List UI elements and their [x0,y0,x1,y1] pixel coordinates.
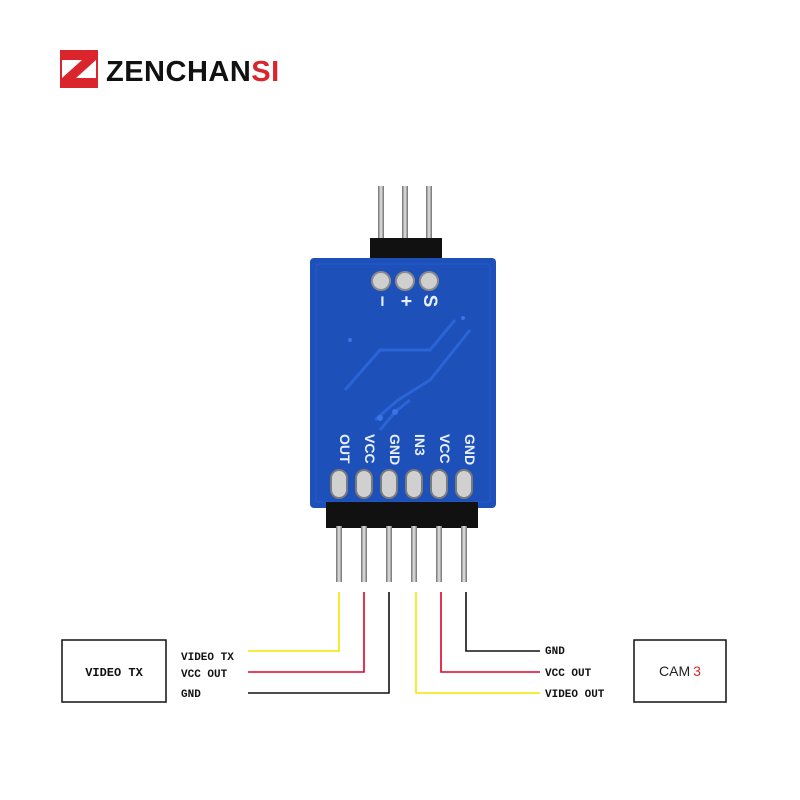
bottom-pin-label-vcc-2: VCC [437,434,453,464]
board-via-1 [377,415,383,421]
brand-name-left: ZENCHAN [106,56,251,88]
bottom-pin-label-gnd-2: GND [462,434,478,465]
bottom-pin-3 [386,526,392,582]
brand-logo: ZENCHANSI [60,50,280,88]
bottom-header-housing [326,502,478,528]
bottom-pin-4 [411,526,417,582]
top-pin-1 [378,186,384,244]
bottom-pin-5 [436,526,442,582]
wire-vcc-right [440,592,540,673]
wire-video-tx [248,592,340,652]
top-pin-label-1: − [371,295,392,306]
wire-gnd-left [248,592,390,694]
left-wire-label-vcc: VCC OUT [181,669,228,681]
board-trace-1 [343,319,457,391]
top-pad-3 [419,271,439,291]
bottom-pad-4 [405,469,423,499]
bottom-pin-2 [361,526,367,582]
top-header [370,186,442,262]
bottom-pin-1 [336,526,342,582]
right-wire-label-video: VIDEO OUT [545,689,605,701]
top-pin-2 [402,186,408,244]
right-wire-label-gnd: GND [545,646,565,658]
svg-text:ZENCHANSI: ZENCHANSI [106,56,280,88]
bottom-pin-label-vcc-1: VCC [362,434,378,464]
video-tx-box-frame [61,639,167,703]
left-wire-label-gnd: GND [181,689,201,701]
bottom-pad-2 [355,469,373,499]
bottom-pad-6 [455,469,473,499]
bottom-header [326,502,478,582]
bottom-pin-label-gnd-1: GND [387,434,403,465]
board-via-2 [392,409,398,415]
brand-name-right: SI [251,56,279,88]
board-via-3 [348,338,352,342]
top-pad-1 [371,271,391,291]
top-pin-3 [426,186,432,244]
bottom-pad-5 [430,469,448,499]
top-pin-label-2: + [395,295,416,306]
cam-box-frame [633,639,727,703]
bottom-pin-label-in3: IN3 [412,434,428,456]
left-wire-label-video: VIDEO TX [181,652,234,664]
cam-box-label: CAM [659,663,690,679]
board-trace-2 [374,329,472,422]
right-wire-label-vcc: VCC OUT [545,668,592,680]
bottom-pad-1 [330,469,348,499]
bottom-pad-3 [380,469,398,499]
logo-z-icon [62,52,96,86]
top-pin-label-3: S [419,295,440,308]
video-tx-box: VIDEO TX [61,639,167,703]
bottom-pin-label-out: OUT [337,434,353,464]
wire-video-out [415,592,540,694]
video-tx-box-label: VIDEO TX [85,666,143,680]
wiring [248,592,540,694]
cam-box-number: 3 [693,663,701,679]
pcb-board: − + S OUT VCC GND IN3 VCC GND [310,258,496,508]
wire-vcc-left [248,592,365,673]
wire-gnd-right [465,592,540,652]
board-via-4 [461,316,465,320]
bottom-pin-6 [461,526,467,582]
board-body [310,258,496,508]
top-pad-2 [395,271,415,291]
